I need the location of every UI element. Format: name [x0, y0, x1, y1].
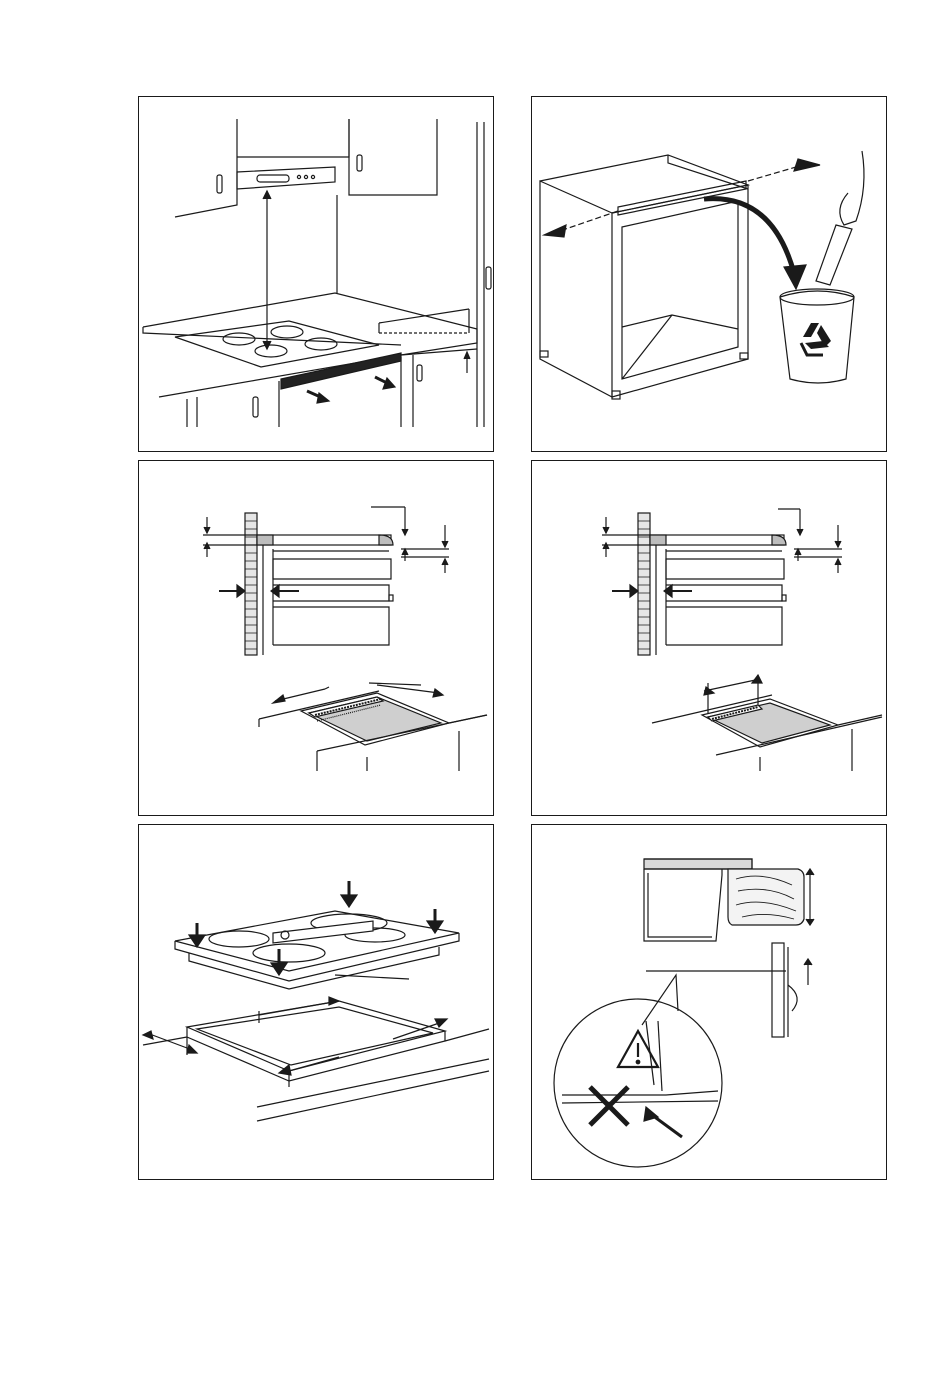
panel-remove-crossbar	[531, 96, 887, 452]
recycle-icon	[801, 323, 831, 355]
prohibited-cross-icon	[590, 1087, 628, 1125]
panel-wall-distance-small-vent	[531, 460, 887, 816]
panel-worktop-warning	[531, 824, 887, 1180]
panel-wall-distance-vent	[138, 460, 494, 816]
panel-hob-insertion	[138, 824, 494, 1180]
warning-triangle-icon	[618, 1031, 658, 1067]
panel-kitchen-overview	[138, 96, 494, 452]
